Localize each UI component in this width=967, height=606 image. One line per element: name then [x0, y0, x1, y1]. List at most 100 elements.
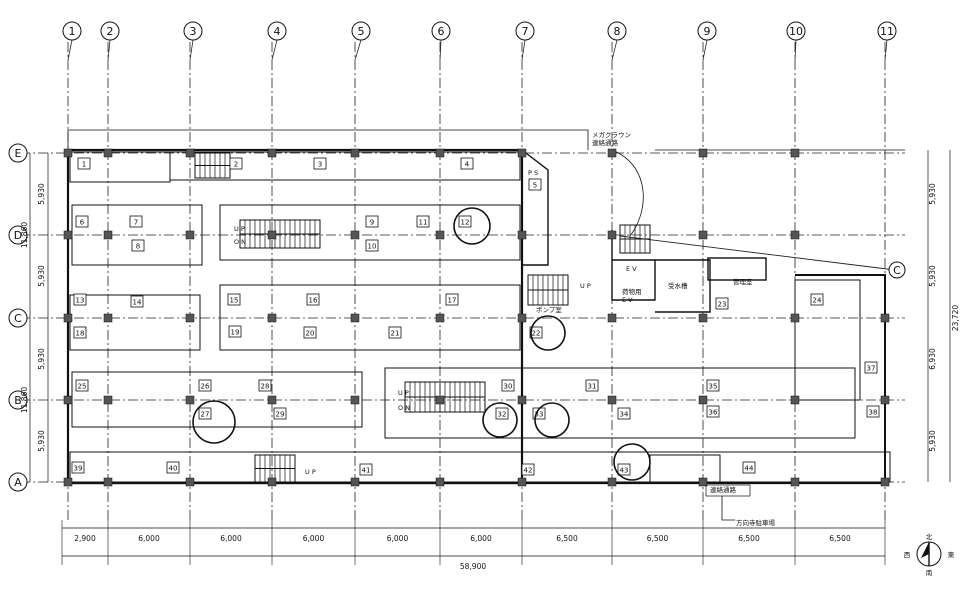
unit-label-23: 23 — [718, 301, 727, 309]
unit-40: 40 — [166, 461, 180, 474]
dim-bottom-2: 6,000 — [138, 534, 160, 543]
compass-arrow — [921, 542, 929, 558]
unit-label-43: 43 — [620, 467, 629, 475]
corridor-block-10 — [794, 279, 861, 401]
wall-office — [707, 257, 767, 281]
unit-26: 26 — [198, 379, 212, 392]
unit-17: 17 — [445, 293, 459, 306]
unit-label-31: 31 — [588, 383, 597, 391]
unit-label-19: 19 — [231, 329, 240, 337]
structural-column — [350, 313, 360, 323]
unit-13: 13 — [73, 293, 87, 306]
escalator-north — [239, 219, 321, 249]
unit-label-28: 28 — [261, 383, 270, 391]
stairs-ev — [619, 224, 651, 254]
structural-column — [790, 477, 800, 487]
dim-left-2: 5,930 — [37, 265, 46, 287]
unit-label-44: 44 — [745, 465, 754, 473]
label-up-north: U P — [234, 225, 245, 233]
dim-bottom-4: 6,000 — [303, 534, 325, 543]
grid-leader-col-9 — [702, 39, 708, 61]
unit-label-5: 5 — [533, 182, 537, 190]
dim-bottom-6: 6,000 — [470, 534, 492, 543]
structural-column — [790, 313, 800, 323]
structural-column — [790, 395, 800, 405]
compass-west: 西 — [904, 551, 911, 559]
structural-column — [698, 477, 708, 487]
unit-42: 42 — [521, 463, 535, 476]
dim-left-1: 5,930 — [37, 183, 46, 205]
grid-bubble-label-B: B — [14, 394, 22, 407]
structural-column — [698, 313, 708, 323]
grid-bubble-label-8: 8 — [614, 25, 621, 38]
label-up-core: U P — [580, 282, 591, 290]
unit-4: 4 — [460, 157, 474, 170]
grid-bubble-label-9: 9 — [704, 25, 711, 38]
unit-marker-circle-5 — [534, 402, 570, 438]
corridor-block-9 — [69, 451, 891, 483]
structural-column — [185, 395, 195, 405]
grid-bubble-col-11: 11 — [877, 21, 897, 41]
unit-36: 36 — [706, 405, 720, 418]
structural-column — [103, 148, 113, 158]
structural-column — [435, 313, 445, 323]
unit-label-30: 30 — [504, 383, 513, 391]
unit-21: 21 — [388, 326, 402, 339]
unit-25: 25 — [75, 379, 89, 392]
unit-label-17: 17 — [448, 297, 457, 305]
unit-3: 3 — [313, 157, 327, 170]
compass-north: 北 — [926, 533, 933, 541]
unit-37: 37 — [864, 361, 878, 374]
structural-column — [517, 313, 527, 323]
unit-35: 35 — [706, 379, 720, 392]
unit-label-32: 32 — [498, 411, 507, 419]
unit-marker-circle-4 — [482, 402, 518, 438]
structural-column — [790, 230, 800, 240]
structural-column — [103, 477, 113, 487]
grid-leader-col-8 — [611, 39, 618, 61]
unit-label-26: 26 — [201, 383, 210, 391]
grid-leader-col-11 — [884, 39, 888, 61]
grid-bubble-col-10: 10 — [786, 21, 806, 41]
outer-wall-east — [795, 274, 886, 483]
unit-14: 14 — [130, 295, 144, 308]
unit-label-34: 34 — [620, 411, 629, 419]
unit-2: 2 — [229, 157, 243, 170]
unit-marker-circle-3 — [192, 400, 236, 444]
unit-9: 9 — [365, 215, 379, 228]
grid-bubble-label-6: 6 — [438, 25, 445, 38]
unit-label-10: 10 — [368, 243, 377, 251]
unit-24: 24 — [810, 293, 824, 306]
grid-bubble-col-2: 2 — [100, 21, 120, 41]
unit-23: 23 — [715, 297, 729, 310]
grid-bubble-row-C-east: C — [888, 261, 906, 279]
dim-left-total-1: 11,860 — [20, 222, 29, 248]
unit-label-2: 2 — [234, 161, 238, 169]
dim-left-3: 5,930 — [37, 348, 46, 370]
unit-label-41: 41 — [362, 467, 371, 475]
grid-bubble-row-C: C — [8, 308, 28, 328]
unit-label-14: 14 — [133, 299, 142, 307]
grid-leader-col-5 — [354, 39, 362, 61]
wall-tank-room — [655, 259, 711, 313]
grid-bubble-col-6: 6 — [431, 21, 451, 41]
unit-label-21: 21 — [391, 330, 400, 338]
label-parking: 方向寺駐車場 — [736, 518, 776, 527]
unit-label-42: 42 — [524, 467, 533, 475]
unit-31: 31 — [585, 379, 599, 392]
unit-22: 22 — [529, 326, 543, 339]
grid-bubble-col-5: 5 — [351, 21, 371, 41]
unit-1: 1 — [77, 157, 91, 170]
grid-bubble-label-C-east: C — [893, 264, 901, 277]
label-on-south: O N — [398, 404, 410, 412]
grid-bubble-row-E: E — [8, 143, 28, 163]
grid-bubble-label-5: 5 — [358, 25, 365, 38]
unit-label-4: 4 — [465, 161, 470, 169]
grid-bubble-col-9: 9 — [697, 21, 717, 41]
structural-column — [880, 395, 890, 405]
